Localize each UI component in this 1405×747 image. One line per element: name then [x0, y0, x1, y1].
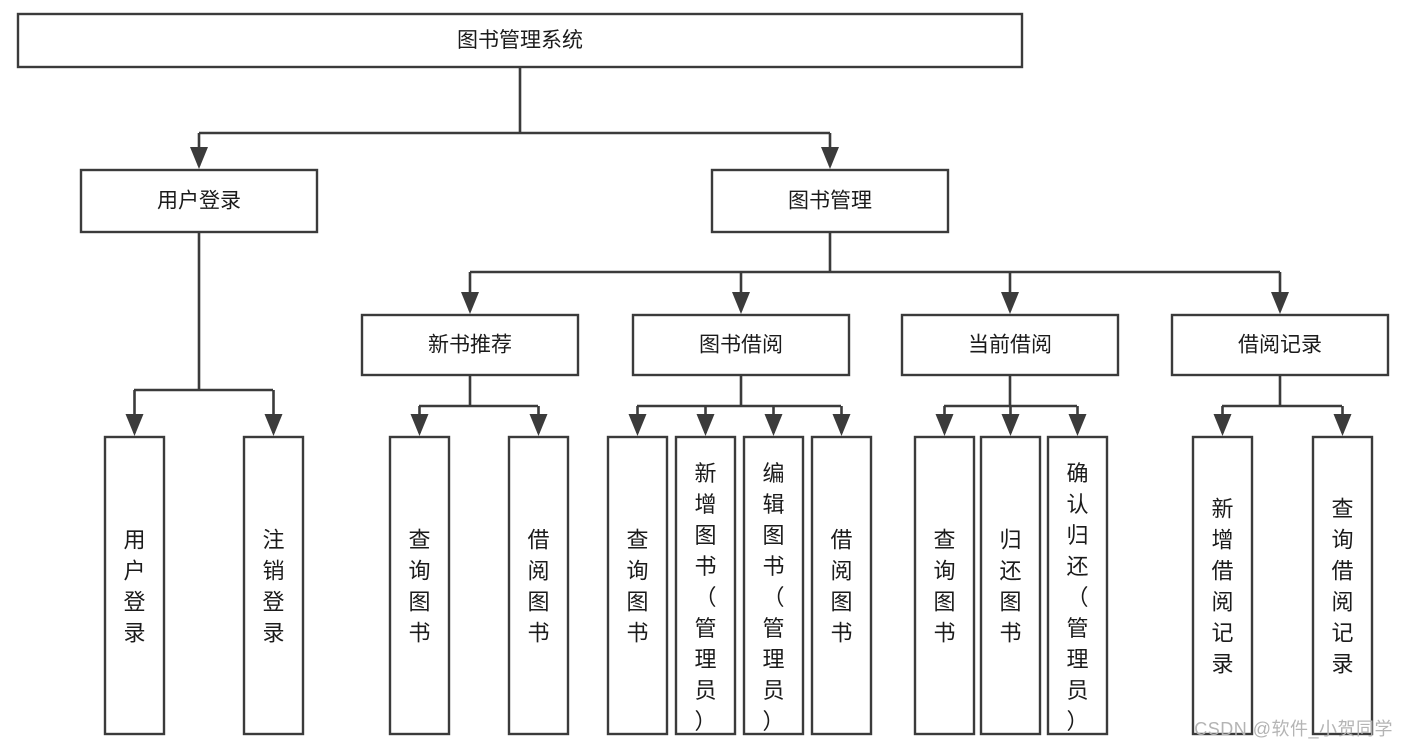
node-label: 查询图书 — [408, 528, 430, 646]
connector-bus-book-borrow — [637, 375, 841, 408]
edge-current-borrow-to-leaf-return-book — [1001, 406, 1020, 436]
node-label: 查询图书 — [933, 528, 955, 646]
node-label: 图书借阅 — [699, 334, 783, 357]
edge-root-to-book-manage — [821, 133, 839, 169]
edge-book-borrow-to-leaf-edit-book — [764, 406, 783, 436]
node-borrow-record[interactable]: 借阅记录 — [1170, 313, 1390, 377]
node-leaf-query-book-borrow[interactable]: 查询图书 — [606, 435, 669, 736]
edge-book-borrow-to-leaf-add-book — [696, 406, 715, 436]
node-leaf-confirm-return[interactable]: 确认归还（管理员） — [1046, 435, 1109, 736]
node-leaf-logout[interactable]: 注销登录 — [242, 435, 305, 736]
edge-user-login-to-leaf-user-login — [125, 390, 144, 436]
node-root[interactable]: 图书管理系统 — [16, 12, 1024, 69]
node-current-borrow[interactable]: 当前借阅 — [900, 313, 1120, 377]
edge-book-borrow-to-leaf-query-book-borrow — [628, 406, 647, 436]
node-label: 新书推荐 — [428, 334, 512, 357]
edge-book-borrow-to-leaf-borrow-book — [832, 406, 851, 436]
connector-bus-root — [199, 67, 830, 135]
edge-book-manage-to-current-borrow — [1001, 272, 1019, 314]
edge-user-login-to-leaf-logout — [264, 390, 283, 436]
node-leaf-return-book[interactable]: 归还图书 — [979, 435, 1042, 736]
node-leaf-add-record[interactable]: 新增借阅记录 — [1191, 435, 1254, 736]
node-leaf-user-login[interactable]: 用户登录 — [103, 435, 166, 736]
node-label: 当前借阅 — [968, 334, 1052, 357]
edge-new-book-rec-to-leaf-query-book-rec — [410, 406, 429, 436]
edge-book-manage-to-borrow-record — [1271, 272, 1289, 314]
node-label: 确认归还（管理员） — [1066, 461, 1088, 734]
edge-root-to-user-login — [190, 133, 208, 169]
connector-bus-user-login — [134, 232, 273, 392]
node-label: 归还图书 — [999, 528, 1021, 646]
node-book-borrow[interactable]: 图书借阅 — [631, 313, 851, 377]
node-book-manage[interactable]: 图书管理 — [710, 168, 950, 234]
edge-current-borrow-to-leaf-confirm-return — [1068, 406, 1087, 436]
node-label: 新增图书（管理员） — [694, 461, 716, 734]
node-label: 借阅图书 — [527, 528, 549, 646]
node-label: 借阅图书 — [830, 528, 852, 646]
node-leaf-borrow-book-rec[interactable]: 借阅图书 — [507, 435, 570, 736]
node-layer: 图书管理系统用户登录图书管理新书推荐图书借阅当前借阅借阅记录用户登录注销登录查询… — [16, 12, 1390, 736]
edge-new-book-rec-to-leaf-borrow-book-rec — [529, 406, 548, 436]
node-leaf-query-book-rec[interactable]: 查询图书 — [388, 435, 451, 736]
node-user-login[interactable]: 用户登录 — [79, 168, 319, 234]
node-label: 图书管理 — [788, 190, 872, 213]
connector-bus-book-manage — [470, 232, 1280, 274]
edge-current-borrow-to-leaf-query-book-cur — [935, 406, 954, 436]
edge-borrow-record-to-leaf-query-record — [1333, 406, 1352, 436]
edge-book-manage-to-book-borrow — [732, 272, 750, 314]
node-label: 图书管理系统 — [457, 29, 583, 52]
node-label: 编辑图书（管理员） — [762, 461, 784, 734]
node-label: 查询图书 — [626, 528, 648, 646]
node-label: 用户登录 — [123, 528, 145, 646]
node-label: 借阅记录 — [1238, 334, 1322, 357]
node-label: 查询借阅记录 — [1331, 497, 1353, 677]
node-label: 新增借阅记录 — [1211, 497, 1233, 677]
edge-book-manage-to-new-book-rec — [461, 272, 479, 314]
node-leaf-query-record[interactable]: 查询借阅记录 — [1311, 435, 1374, 736]
node-label: 注销登录 — [262, 528, 284, 646]
node-leaf-borrow-book[interactable]: 借阅图书 — [810, 435, 873, 736]
connector-bus-current-borrow — [944, 375, 1077, 408]
node-new-book-rec[interactable]: 新书推荐 — [360, 313, 580, 377]
connector-bus-borrow-record — [1222, 375, 1342, 408]
node-leaf-add-book[interactable]: 新增图书（管理员） — [674, 435, 737, 736]
connector-bus-new-book-rec — [419, 375, 538, 408]
connector-layer — [125, 67, 1352, 436]
node-leaf-edit-book[interactable]: 编辑图书（管理员） — [742, 435, 805, 736]
node-label: 用户登录 — [157, 190, 241, 213]
edge-borrow-record-to-leaf-add-record — [1213, 406, 1232, 436]
watermark-label: CSDN @软件_小贺同学 — [1194, 719, 1393, 739]
node-leaf-query-book-cur[interactable]: 查询图书 — [913, 435, 976, 736]
